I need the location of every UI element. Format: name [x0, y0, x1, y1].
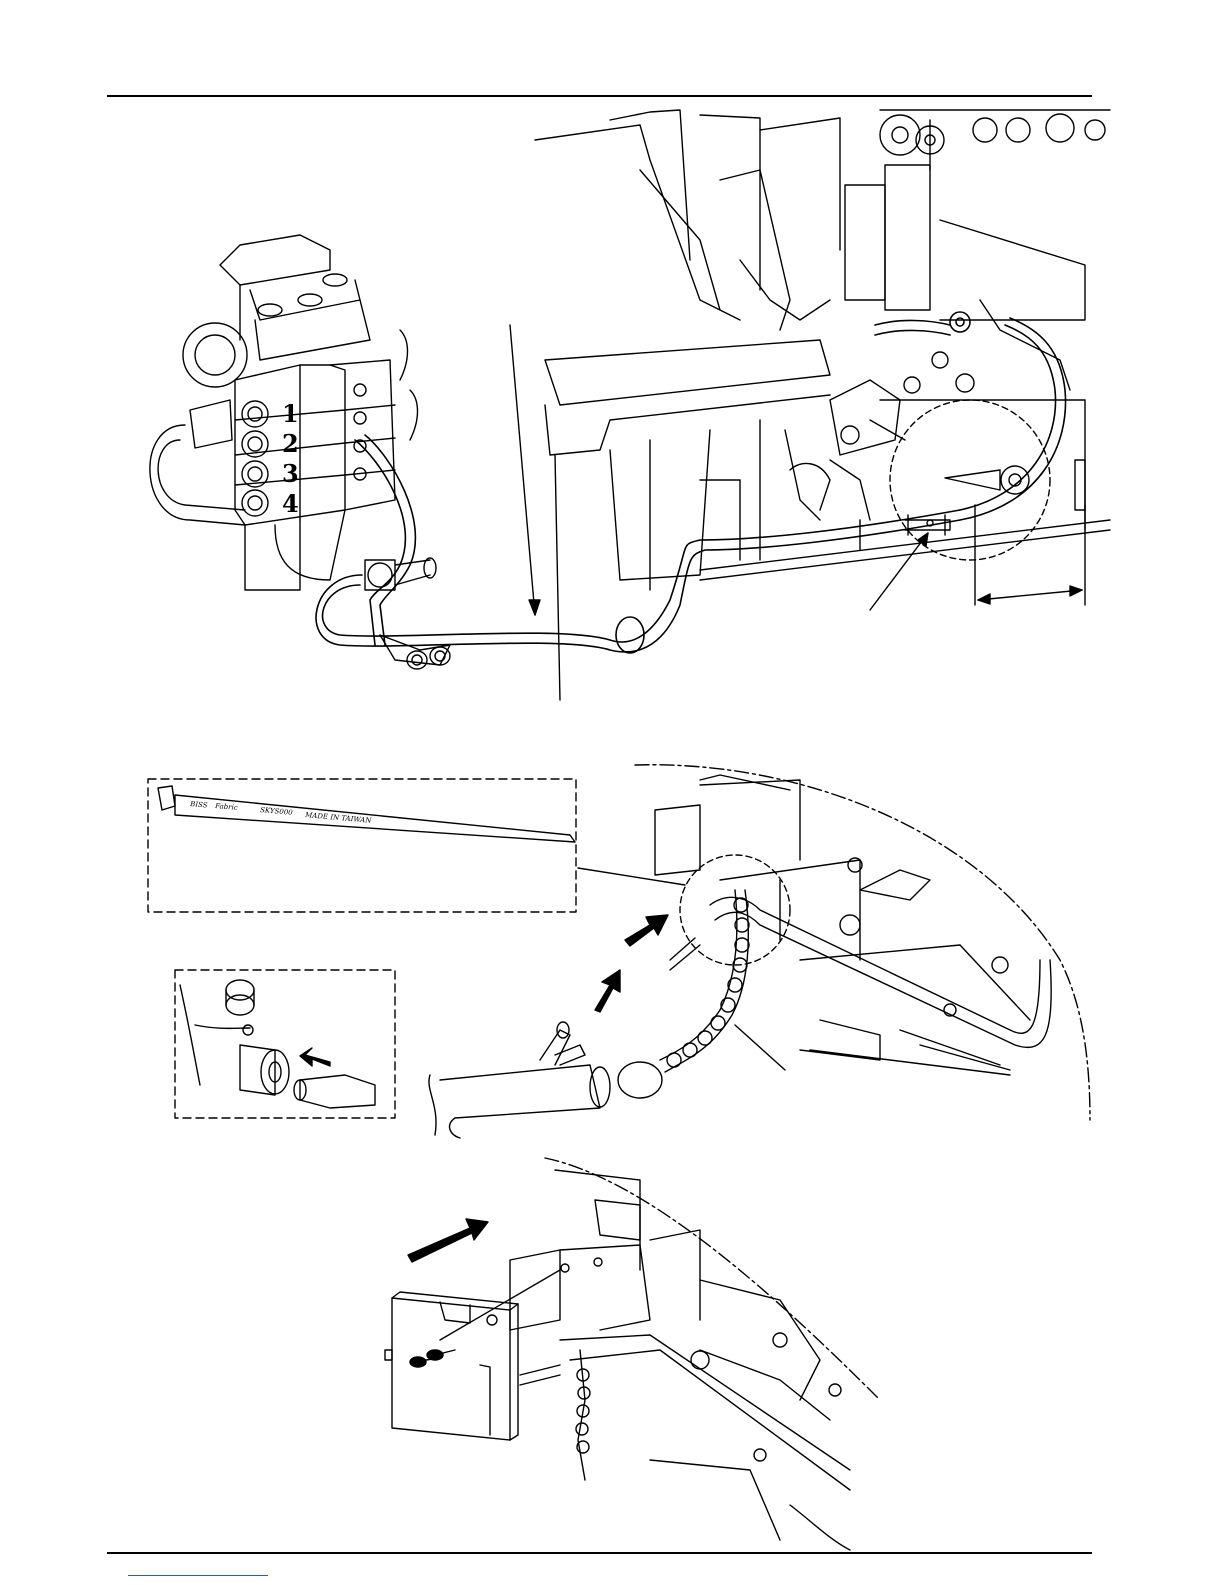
hose	[316, 312, 1065, 653]
cable-tie	[158, 786, 575, 842]
clamp-detail	[890, 400, 1050, 560]
machine-cutaway-lower	[510, 1158, 880, 1550]
machine-body	[535, 110, 1110, 700]
leader-nozzle	[735, 1025, 785, 1070]
screw-icon	[410, 1350, 455, 1367]
leader-cable-tie	[578, 868, 685, 885]
leader-clamp	[870, 533, 928, 610]
arrow-icon	[625, 915, 668, 946]
footer-rule	[107, 1552, 1092, 1554]
footer-link-underline[interactable]	[128, 1575, 268, 1576]
arrow-icon	[408, 1219, 488, 1262]
machine-cutaway	[635, 765, 1090, 1120]
screw-hole	[561, 1264, 569, 1272]
figure-cover-plate	[385, 1158, 880, 1550]
figure-cable-tie-nozzle: BISS Fabric SKYS000 MADE IN TAIWAN	[148, 765, 1090, 1138]
screw-hole	[594, 1258, 602, 1266]
dimension-arrow-icon	[975, 505, 1085, 605]
connector-inset	[175, 970, 395, 1118]
valve-number-4: 4	[282, 489, 299, 518]
cable-tie-text-4: MADE IN TAIWAN	[304, 811, 373, 825]
valve-number-1: 1	[282, 399, 299, 428]
cable-tie-text-2: Fabric	[214, 802, 238, 812]
coolant-nozzle	[429, 890, 749, 1138]
valve-number-2: 2	[282, 429, 299, 458]
connector-detail	[180, 980, 375, 1108]
tee-fitting	[365, 558, 450, 669]
cable-tie-text-1: BISS	[189, 800, 208, 810]
leader-hose	[510, 325, 535, 615]
leader-detail	[870, 420, 905, 440]
arrow-icon	[529, 600, 540, 615]
cover-plate	[385, 1292, 518, 1440]
arrow-icon	[300, 1048, 330, 1066]
cable-tie-text-3: SKYS000	[260, 806, 294, 817]
arrow-icon	[595, 970, 620, 1012]
valve-number-3: 3	[282, 459, 299, 488]
